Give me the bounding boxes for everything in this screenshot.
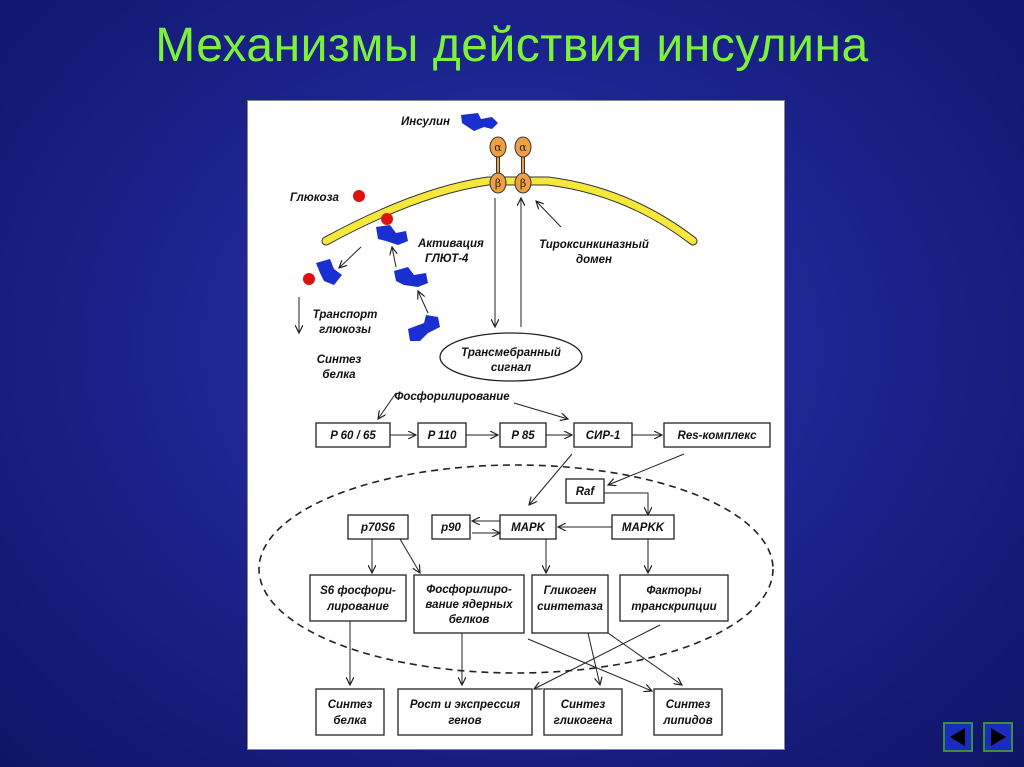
beta-label-1: β [495, 177, 501, 190]
glut4-transporter-icon [316, 259, 342, 285]
raf-node [565, 478, 605, 504]
arrow-sir1-mapk [529, 453, 573, 505]
slide-title: Механизмы действия инсулина [155, 19, 869, 72]
output-lipid-synthesis-node [653, 688, 723, 736]
s6-label-2: лирование [326, 601, 389, 613]
sir1-node [573, 422, 633, 448]
glucose-transport-label-1: Транспорт [313, 309, 378, 321]
output-glycogen-synthesis-node [543, 688, 623, 736]
glut4-transporter-icon [394, 267, 428, 287]
out3-label-1: Синтез [561, 699, 606, 711]
glucose-dot-icon [381, 213, 393, 225]
arrow-tf-genes [534, 624, 661, 689]
gs-label-2: синтетаза [537, 601, 603, 613]
p70s6-label: p70S6 [360, 522, 395, 534]
glut4-activation-label-2: ГЛЮТ-4 [425, 253, 469, 265]
out2-label-1: Рост и экспрессия [410, 699, 521, 711]
glucose-transport-label-2: глюкозы [319, 324, 371, 336]
mapkk-node [611, 514, 675, 540]
insulin-label: Инсулин [401, 116, 450, 128]
glycogen-synthase-node [531, 574, 609, 634]
nuc-label-1: Фосфорилиро- [426, 584, 512, 596]
out4-label-1: Синтез [666, 699, 711, 711]
out1-label-1: Синтез [328, 699, 373, 711]
res-complex-label: Res-комплекс [678, 430, 758, 442]
beta-label-2: β [520, 177, 526, 190]
glucose-dot-icon [353, 190, 365, 202]
tk-domain-label-2: домен [576, 254, 612, 266]
out2-label-2: генов [448, 715, 481, 727]
insulin-mechanism-diagram: Инсулин α α β β Глюкоза Активация ГЛЮТ-4… [258, 113, 774, 736]
sir1-label: СИР-1 [586, 430, 620, 442]
nuc-label-2: вание ядерных [425, 599, 513, 611]
nuclear-protein-phosphorylation-node [413, 574, 525, 634]
triangle-left-icon [950, 728, 965, 746]
transmembrane-label-1: Трансмебранный [461, 347, 561, 359]
arrow-glut-up-1 [392, 247, 396, 268]
gs-label-1: Гликоген [544, 585, 597, 597]
out1-label-2: белка [333, 715, 367, 727]
transmembrane-label-2: сигнал [491, 362, 531, 374]
s6-phosphorylation-node [309, 574, 407, 622]
tf-label-2: транскрипции [631, 601, 716, 613]
triangle-right-icon [991, 728, 1006, 746]
p70s6-node [347, 514, 409, 540]
mapkk-label: MAPKK [622, 522, 665, 534]
p90-label: p90 [440, 522, 461, 534]
transmembrane-signal-node [439, 332, 583, 382]
glut4-transporter-icon [408, 315, 440, 341]
p90-node [431, 514, 471, 540]
mapk-node [499, 514, 557, 540]
glut4-transporter-icon [376, 225, 408, 245]
arrow-glut-out [339, 246, 362, 268]
transcription-factors-node [619, 574, 729, 622]
p85-label: P 85 [511, 430, 535, 442]
s6-label-1: S6 фосфори- [320, 585, 396, 597]
arrow-glut-up-2 [418, 291, 429, 314]
arrow-raf-mapkk [604, 492, 648, 515]
arrow-phos-right [513, 402, 568, 419]
insulin-molecule-icon [461, 113, 498, 131]
arrow-gs-lipids [607, 632, 682, 685]
output-protein-synthesis-node [315, 688, 385, 736]
tf-label-1: Факторы [646, 585, 701, 597]
previous-slide-button[interactable] [943, 722, 973, 752]
raf-label: Raf [576, 486, 596, 498]
arrow-p70s6-nuc [399, 538, 420, 573]
p6065-node [315, 422, 391, 448]
phosphorylation-label: Фосфорилирование [394, 391, 510, 403]
glucose-dot-icon [303, 273, 315, 285]
glucose-label: Глюкоза [290, 192, 339, 204]
glut4-activation-label-1: Активация [417, 238, 484, 250]
mapk-label: MAPK [511, 522, 546, 534]
next-slide-button[interactable] [983, 722, 1013, 752]
res-complex-node [663, 422, 771, 448]
out4-label-2: липидов [662, 715, 712, 727]
arrow-phos-left [378, 392, 397, 419]
p110-label: P 110 [428, 430, 457, 442]
arrow-res-raf [608, 453, 685, 485]
nuc-label-3: белков [449, 614, 490, 626]
alpha-label-2: α [519, 141, 527, 154]
insulin-receptor-icon [489, 136, 532, 194]
arrow-cross-lipids [527, 638, 652, 691]
p6065-label: P 60 / 65 [330, 430, 376, 442]
out3-label-2: гликогена [554, 715, 613, 727]
output-growth-gene-expression-node [397, 688, 533, 736]
diagram-panel: Инсулин α α β β Глюкоза Активация ГЛЮТ-4… [247, 100, 785, 750]
protein-synthesis-label-1: Синтез [317, 354, 362, 366]
p110-node [417, 422, 467, 448]
protein-synthesis-label-2: белка [322, 369, 356, 381]
arrow-tk-domain [536, 201, 562, 228]
nucleus-boundary [258, 464, 774, 674]
p85-node [499, 422, 547, 448]
tk-domain-label-1: Тироксинкиназный [539, 239, 649, 251]
alpha-label-1: α [494, 141, 502, 154]
